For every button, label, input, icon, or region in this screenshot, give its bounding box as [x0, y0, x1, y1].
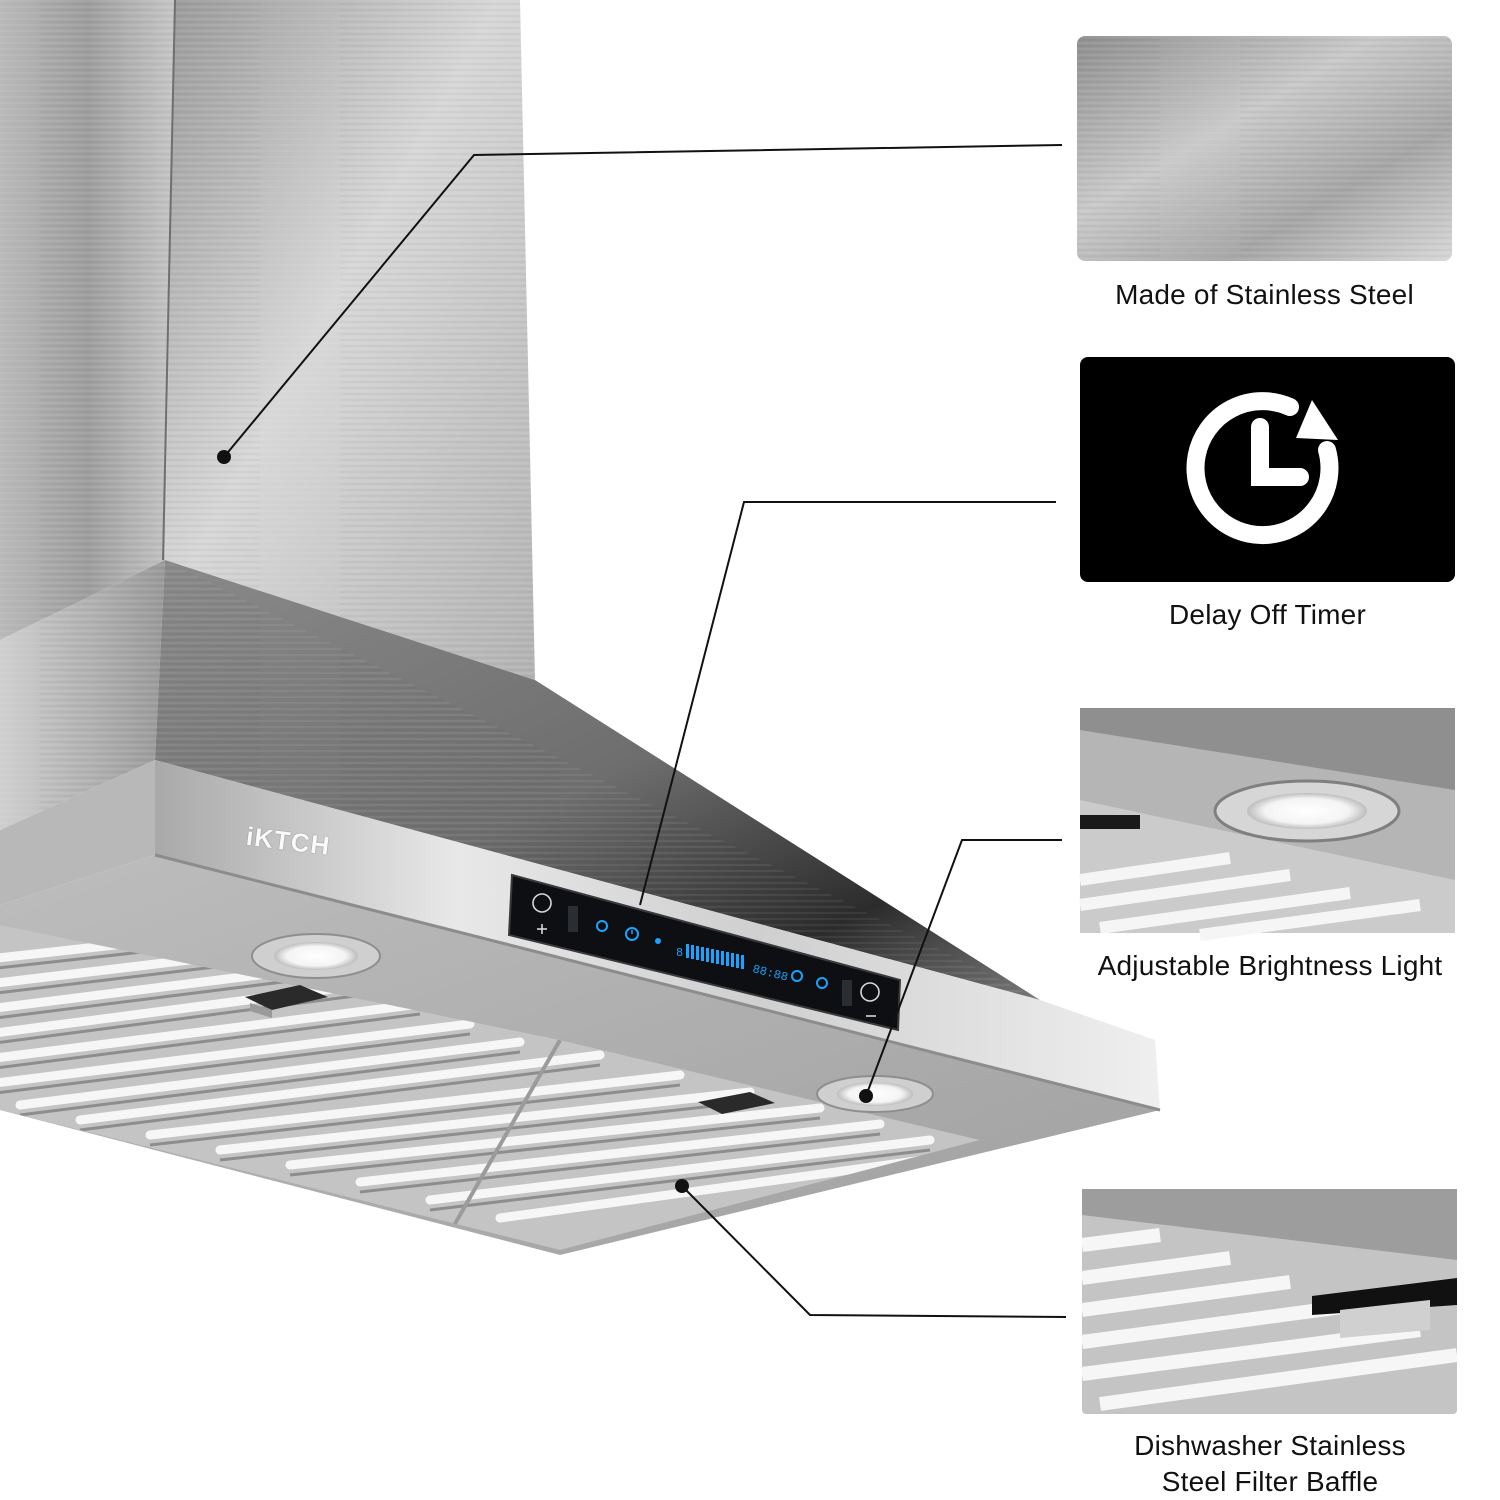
baffle-filters: [0, 925, 980, 1250]
feature-caption-delay-off-timer: Delay Off Timer: [1169, 599, 1366, 630]
digit-display-right: [842, 980, 852, 1006]
feature-caption-brightness-light: Adjustable Brightness Light: [1097, 950, 1443, 981]
callout-lines: [223, 144, 1067, 1318]
steel-swatch-card: [1077, 36, 1452, 261]
filter-handle: [698, 1092, 775, 1114]
callout-line-light: [865, 839, 1062, 1097]
timer-clock-icon: [1186, 392, 1339, 545]
filter-handle: [245, 985, 328, 1018]
touch-plus-icon: [532, 893, 552, 934]
speed-digit: 8: [676, 946, 683, 960]
feature-caption-stainless-steel: Made of Stainless Steel: [1115, 279, 1414, 310]
callout-dot: [675, 1179, 689, 1193]
callout-dot: [859, 1089, 873, 1103]
feature-caption-filter-baffle: Dishwasher Stainless Steel Filter Baffle: [1134, 1430, 1406, 1497]
callout-line-steel: [223, 144, 1063, 458]
light-icon: [655, 938, 661, 944]
fan-icon: [791, 970, 803, 982]
digit-display-left: [568, 906, 578, 932]
arrow-head-icon: [1296, 400, 1338, 440]
timer-card: [1080, 357, 1455, 582]
callout-dot: [217, 450, 231, 464]
led-light: [816, 1075, 934, 1113]
touch-control-panel: 8 88:88: [507, 873, 902, 1032]
callout-line-timer: [639, 501, 1056, 906]
fan-settings-icon: [596, 920, 608, 932]
baffle-closeup-card: [1081, 1189, 1458, 1414]
callout-line-baffle: [681, 1185, 1067, 1318]
led-light: [251, 933, 381, 979]
light-closeup-card: [1079, 708, 1455, 941]
touch-minus-icon: [860, 982, 880, 1017]
chimney: [0, 0, 535, 680]
power-icon: [816, 977, 828, 989]
speed-level-bars: [686, 944, 744, 969]
timer-icon: [625, 927, 639, 941]
